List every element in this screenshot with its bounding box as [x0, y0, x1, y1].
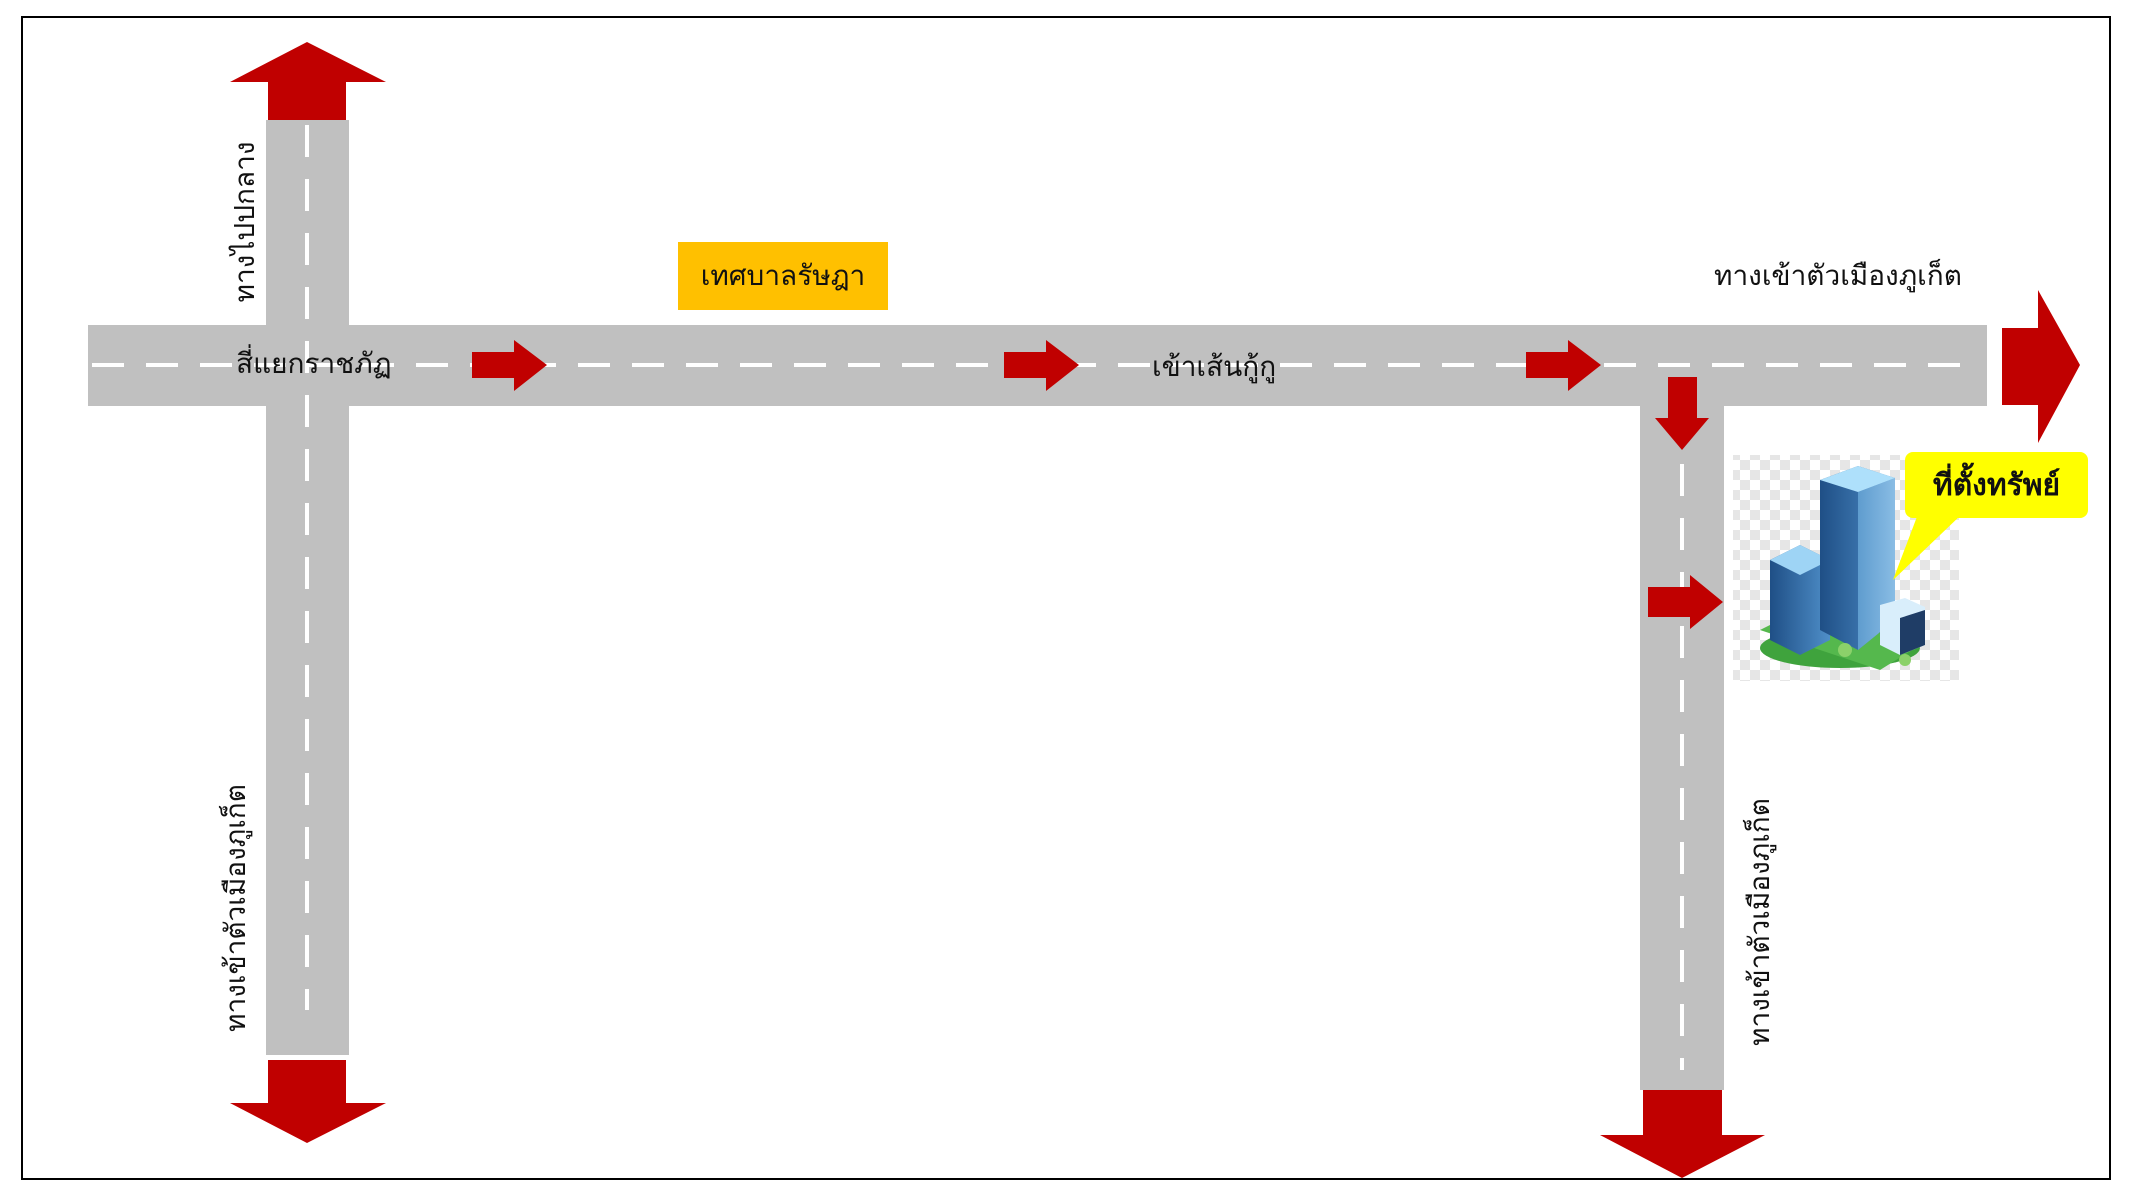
arrow-up-exit	[230, 42, 386, 120]
to-city-bottom-right-label: ทางเข้าตัวเมืองภูเก็ต	[1743, 798, 1776, 1046]
landmark-label: เทศบาลรัษฎา	[678, 242, 888, 310]
direction-arrow	[1648, 575, 1723, 629]
map-frame	[21, 16, 2111, 1180]
direction-arrow-down	[1655, 377, 1709, 450]
enter-road-label: เข้าเส้นกู้กู	[1152, 350, 1277, 383]
property-callout: ที่ตั้งทรัพย์	[1905, 452, 2088, 518]
callout-pointer	[1893, 514, 1962, 580]
direction-arrow	[472, 340, 547, 391]
arrow-down-left-exit	[230, 1060, 386, 1143]
direction-arrow	[1526, 340, 1601, 391]
arrow-right-exit	[2002, 290, 2080, 443]
to-city-bottom-left-label: ทางเข้าตัวเมืองภูเก็ต	[219, 784, 252, 1032]
to-klang-label: ทางไปปกลาง	[228, 141, 261, 303]
arrow-down-right-exit	[1600, 1090, 1765, 1178]
intersection-label: สี่แยกราชภัฏ	[236, 347, 392, 380]
to-city-top-right-label: ทางเข้าตัวเมืองภูเก็ต	[1714, 259, 1962, 292]
direction-arrow	[1004, 340, 1079, 391]
